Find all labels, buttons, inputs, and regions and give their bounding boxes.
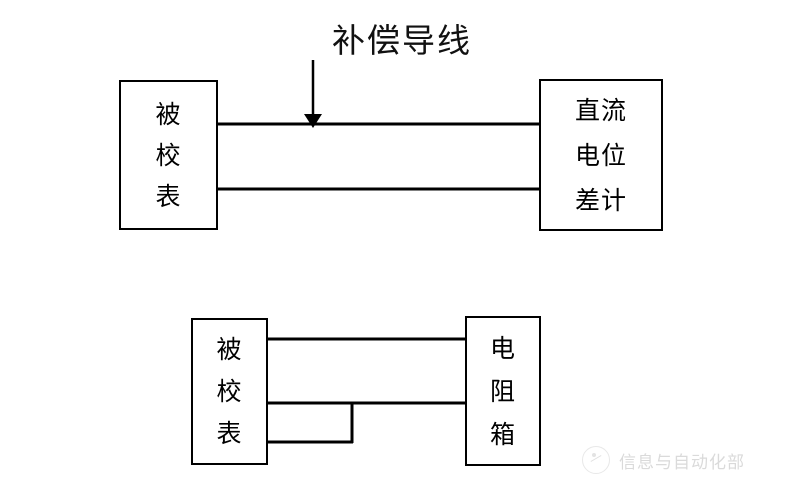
box-device-under-calibration-top: 被 校 表 xyxy=(119,80,218,230)
box-text-line: 差计 xyxy=(574,185,627,215)
box-text-line: 被 xyxy=(216,334,243,364)
box-text-line: 阻 xyxy=(489,376,516,406)
compensating-wire-label: 补偿导线 xyxy=(332,21,472,60)
circular-logo-icon xyxy=(582,446,610,474)
box-text-line: 直流 xyxy=(574,95,627,125)
box-text-line: 校 xyxy=(216,376,243,406)
box-resistance-box: 电 阻 箱 xyxy=(465,316,541,466)
box-text-line: 被 xyxy=(155,99,182,129)
box-text-line: 电位 xyxy=(574,140,627,170)
box-text-line: 箱 xyxy=(489,419,516,449)
box-text-line: 表 xyxy=(216,418,243,448)
box-device-under-calibration-bottom: 被 校 表 xyxy=(191,318,268,465)
down-arrow-icon xyxy=(304,60,322,128)
box-text-line: 校 xyxy=(155,140,182,170)
watermark: 信息与自动化部 xyxy=(582,446,745,474)
box-dc-potentiometer: 直流 电位 差计 xyxy=(539,79,663,231)
box-text-line: 电 xyxy=(489,333,516,363)
watermark-text: 信息与自动化部 xyxy=(619,452,745,473)
box-text-line: 表 xyxy=(155,181,182,211)
